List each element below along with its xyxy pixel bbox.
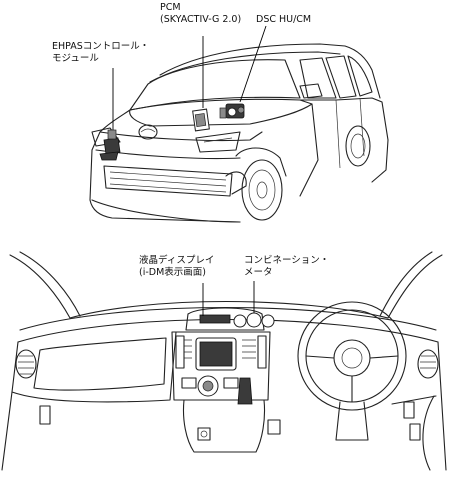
minivan-illustration bbox=[89, 43, 389, 223]
dsc-leader-line bbox=[239, 25, 267, 103]
dsc-label-line1: DSC HU/CM bbox=[256, 14, 312, 25]
pcm-label-line1: PCM bbox=[160, 2, 181, 13]
lcd-label: 液晶ディスプレイ (i-DM表示画面) bbox=[139, 255, 214, 279]
pcm-label-line2: (SKYACTIV-G 2.0) bbox=[160, 14, 242, 25]
meter-label: コンビネーション・ メータ bbox=[244, 255, 329, 279]
meter-label-line2: メータ bbox=[244, 267, 273, 278]
ehpas-label-line2: モジュール bbox=[52, 53, 99, 64]
pcm-label: PCM (SKYACTIV-G 2.0) bbox=[160, 2, 241, 26]
ehpas-label-line1: EHPASコントロール・ bbox=[52, 41, 150, 52]
lcd-label-line1: 液晶ディスプレイ bbox=[139, 255, 215, 266]
ehpas-label: EHPASコントロール・ モジュール bbox=[52, 41, 149, 65]
meter-label-line1: コンビネーション・ bbox=[244, 255, 330, 266]
dsc-label: DSC HU/CM bbox=[256, 14, 311, 26]
instrument-panel-illustration bbox=[1, 251, 447, 471]
lcd-label-line2: (i-DM表示画面) bbox=[139, 267, 206, 278]
